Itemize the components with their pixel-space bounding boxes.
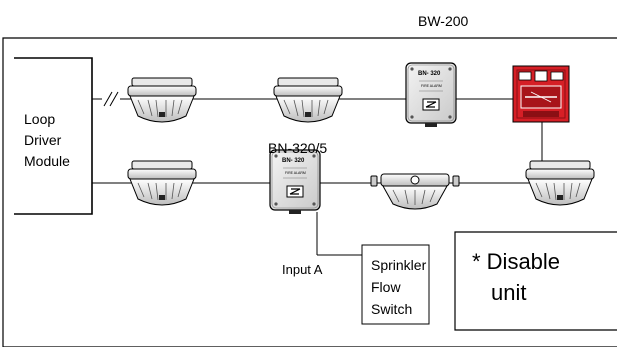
disable-line-2: unit (491, 280, 526, 305)
loop-driver-box (14, 57, 93, 215)
module-device-subtext: FIRE ALARM (285, 171, 306, 175)
loop-driver-line-3: Module (24, 153, 70, 169)
interface-module-icon: BN- 320 FIRE ALARM (405, 62, 457, 128)
input-label: Input A (282, 262, 323, 277)
module-label: BN-320/5 (268, 140, 327, 156)
sprinkler-line-3: Switch (371, 301, 412, 317)
module-device-subtext: FIRE ALARM (421, 84, 442, 88)
manual-call-point-icon (512, 65, 570, 123)
smoke-detector-icon (370, 173, 460, 210)
smoke-detector-icon (525, 160, 595, 206)
module-device-text: BN- 320 (418, 71, 441, 77)
module-device-text: BN- 320 (282, 158, 305, 164)
sprinkler-box (361, 244, 430, 325)
disable-line-1: * Disable (472, 249, 560, 274)
enclosure-border (2, 37, 617, 347)
sprinkler-line-1: Sprinkler (371, 257, 427, 273)
disable-callout-box (454, 231, 617, 331)
break-symbol-icon (102, 91, 120, 107)
smoke-detector-icon (127, 77, 197, 123)
interface-module-icon: BN- 320 FIRE ALARM (269, 149, 321, 215)
sprinkler-label: Sprinkler Flow Switch (371, 257, 430, 317)
sprinkler-line-2: Flow (371, 279, 401, 295)
disable-label: * Disable unit (472, 249, 566, 305)
smoke-detector-icon (273, 77, 343, 123)
smoke-detector-icon (127, 160, 197, 206)
loop-driver-label: Loop Driver Module (24, 111, 70, 169)
diagram-title: BW-200 (418, 13, 469, 29)
loop-driver-line-2: Driver (24, 132, 62, 148)
loop-driver-line-1: Loop (24, 111, 55, 127)
